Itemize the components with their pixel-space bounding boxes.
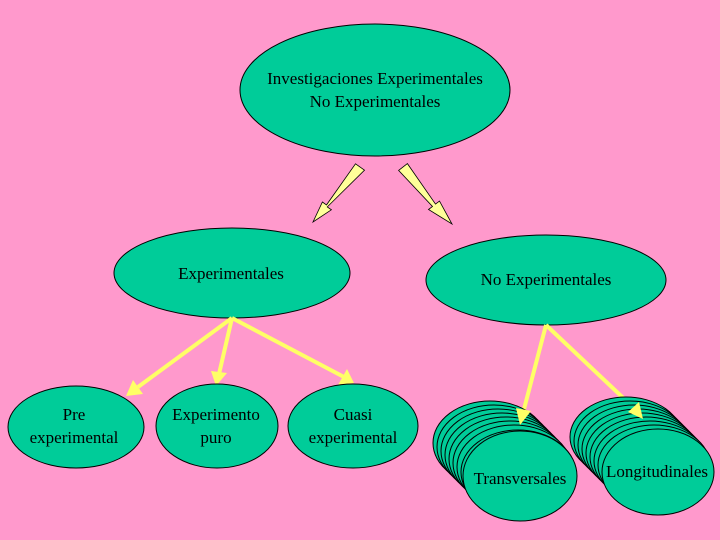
experimentales-label: Experimentales xyxy=(178,264,284,283)
cuasi-label-line2: experimental xyxy=(308,428,398,447)
puro-label-line2: puro xyxy=(200,428,232,447)
longitudinales-label: Longitudinales xyxy=(606,462,708,481)
pre-label-line1: Pre xyxy=(62,405,86,424)
arrow-root-to-experimental xyxy=(312,163,366,224)
pre-experimental-node-shape xyxy=(7,385,145,469)
longitudinales-stack xyxy=(569,396,715,516)
root-label-line2: No Experimentales xyxy=(309,92,441,111)
arrowhead-pre xyxy=(126,380,143,396)
pre-label-line2: experimental xyxy=(29,428,119,447)
cuasi-experimental-label: Cuasi experimental xyxy=(288,403,418,449)
experimentales-connectors xyxy=(136,316,345,389)
puro-label-line1: Experimento xyxy=(172,405,260,424)
transversales-label: Transversales xyxy=(473,469,567,488)
arrowhead-longitudinales xyxy=(628,402,643,419)
cuasi-experimental-node-shape xyxy=(287,383,419,469)
arrowhead-transversales xyxy=(516,408,531,425)
root-node-label: Investigaciones Experimentales No Experi… xyxy=(210,67,540,113)
experimento-puro-label: Experimento puro xyxy=(156,403,276,449)
cuasi-label-line1: Cuasi xyxy=(333,405,373,424)
pre-experimental-label: Pre experimental xyxy=(6,403,142,449)
root-label-line1: Investigaciones Experimentales xyxy=(267,69,483,88)
arrow-root-to-non-experimental xyxy=(398,163,454,226)
arrowhead-cuasi xyxy=(338,369,354,385)
transversales-stack xyxy=(432,400,578,522)
arrowhead-puro xyxy=(211,371,227,386)
experimento-puro-node-shape xyxy=(155,383,279,469)
no-experimentales-label: No Experimentales xyxy=(480,270,612,289)
no-experimentales-connectors xyxy=(521,323,638,414)
root-node-shape xyxy=(239,23,511,157)
